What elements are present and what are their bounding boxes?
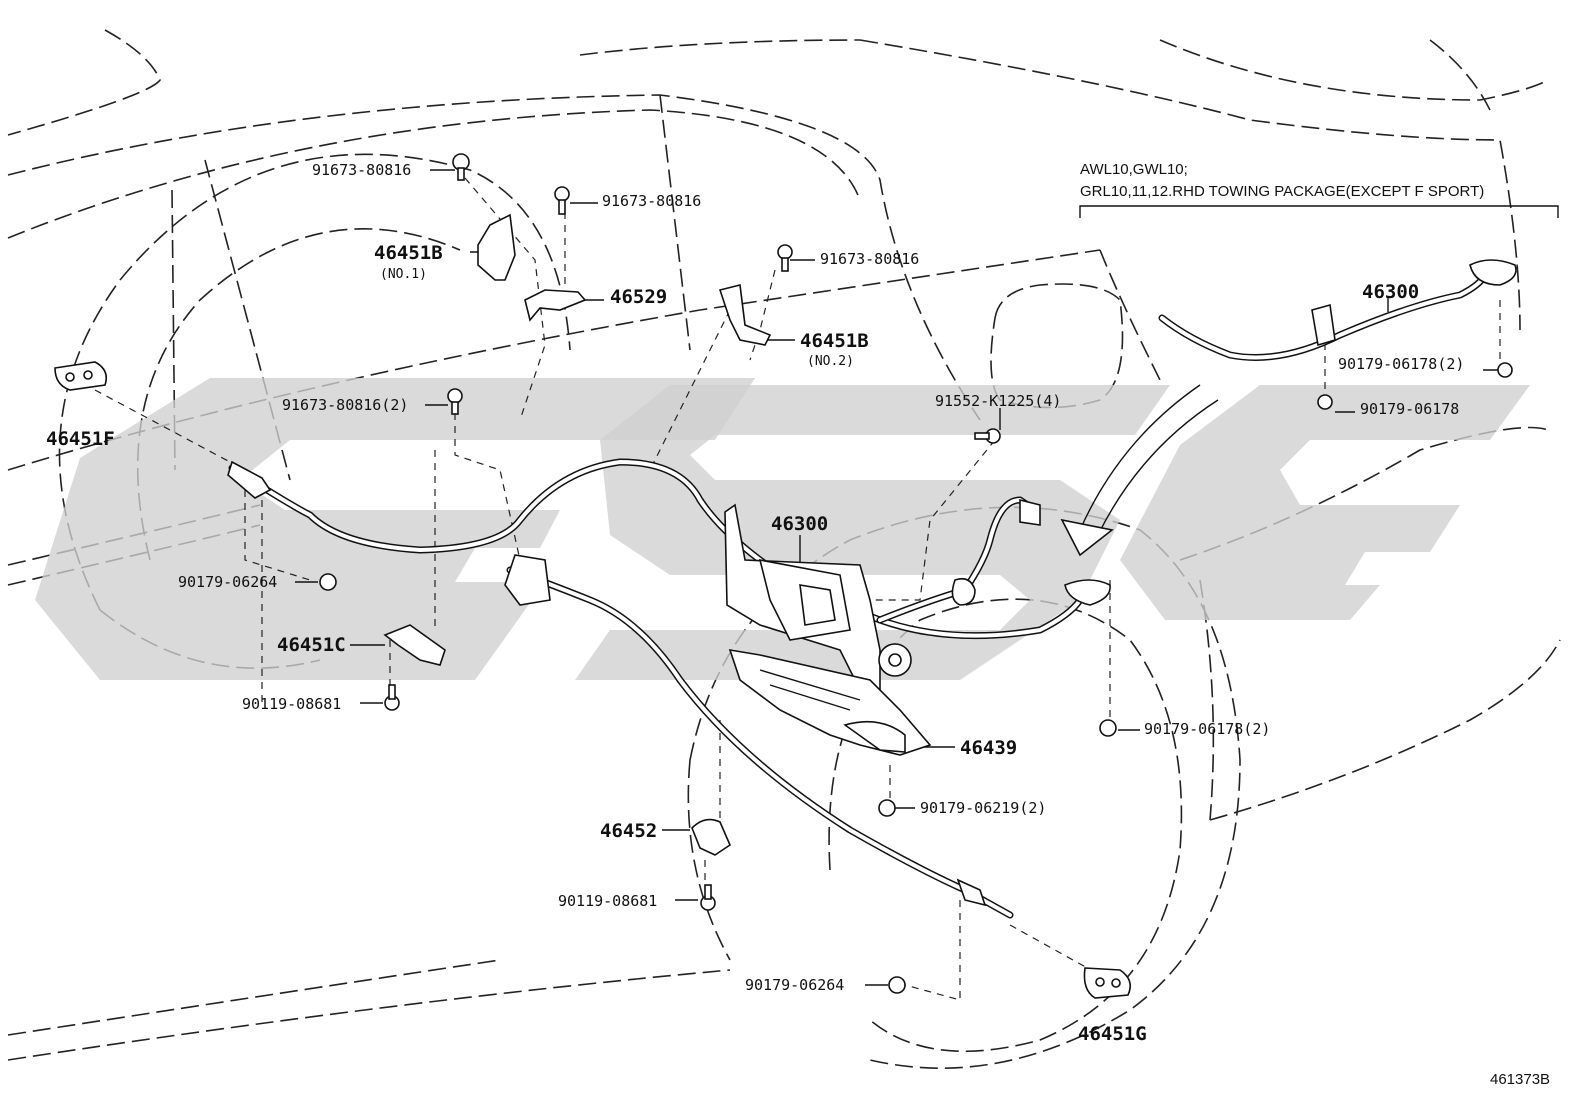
label-46451b-no1: 46451B bbox=[374, 242, 443, 264]
nut-90179-06264-b bbox=[888, 976, 906, 994]
bracket-46451b-no2 bbox=[718, 284, 772, 346]
label-46451b-no2: 46451B bbox=[800, 330, 869, 352]
label-90179-06219-2: 90179-06219(2) bbox=[920, 799, 1046, 817]
cable-end-46451g bbox=[956, 878, 987, 907]
bolt-91673-d bbox=[447, 388, 463, 415]
label-90179-06178-2-b: 90179-06178(2) bbox=[1144, 720, 1270, 738]
heat-insulator bbox=[728, 648, 932, 756]
label-46451g: 46451G bbox=[1078, 1023, 1147, 1045]
bolt-91552 bbox=[974, 428, 1001, 444]
equalizer-assembly bbox=[504, 503, 912, 691]
bolt-91673-a bbox=[452, 153, 470, 181]
label-90179-06178-2-inset: 90179-06178(2) bbox=[1338, 355, 1464, 373]
bolt-90119-b bbox=[700, 884, 716, 911]
inset-line-2: GRL10,11,12.RHD TOWING PACKAGE(EXCEPT F … bbox=[1080, 183, 1484, 200]
clamp-46451c bbox=[383, 624, 446, 666]
bolt-91673-c bbox=[777, 244, 793, 272]
part-labels: 91673-80816 91673-80816 46451B (NO.1) 46… bbox=[46, 161, 1550, 1088]
nut-inset-a bbox=[1497, 362, 1513, 378]
label-46451c: 46451C bbox=[277, 634, 346, 656]
label-46300-main: 46300 bbox=[771, 513, 828, 535]
bracket-parts bbox=[54, 213, 1131, 999]
label-no2: (NO.2) bbox=[807, 354, 854, 369]
bracket-46451f bbox=[54, 361, 108, 391]
label-90179-06264-b: 90179-06264 bbox=[745, 976, 844, 994]
nut-90179-06219 bbox=[878, 799, 896, 817]
nut-inset-b bbox=[1317, 394, 1333, 410]
label-90119-08681-a: 90119-08681 bbox=[242, 695, 341, 713]
watermark-g-right bbox=[1120, 385, 1530, 620]
nut-90179-06264-a bbox=[319, 573, 337, 591]
cable-plate-right bbox=[1064, 579, 1111, 606]
bolt-90119-a bbox=[384, 684, 400, 711]
nut-90179-06178-2 bbox=[1099, 719, 1117, 737]
label-46300-inset: 46300 bbox=[1362, 281, 1419, 303]
inset-line-1: AWL10,GWL10; bbox=[1080, 161, 1188, 178]
figure-code: 461373B bbox=[1490, 1071, 1550, 1088]
parking-brake-cable bbox=[228, 458, 1084, 919]
bracket-46451g bbox=[1083, 967, 1131, 999]
label-46439: 46439 bbox=[960, 737, 1017, 759]
direction-arrow bbox=[1060, 384, 1219, 557]
label-91673-80816-2: 91673-80816(2) bbox=[282, 396, 408, 414]
watermark-s bbox=[575, 385, 1170, 680]
bracket-46529 bbox=[524, 289, 587, 322]
label-90179-06264-a: 90179-06264 bbox=[178, 573, 277, 591]
label-46451f: 46451F bbox=[46, 428, 115, 450]
connector-block bbox=[1019, 498, 1041, 526]
leader-lines bbox=[94, 177, 1501, 1001]
label-46529: 46529 bbox=[610, 286, 667, 308]
label-no1: (NO.1) bbox=[380, 267, 427, 282]
fasteners bbox=[319, 153, 1513, 994]
label-leaders bbox=[295, 169, 1500, 986]
cable-grommet bbox=[951, 577, 976, 606]
label-91673-80816-a: 91673-80816 bbox=[312, 161, 411, 179]
bracket-46451b-no1 bbox=[477, 213, 516, 281]
label-90119-08681-b: 90119-08681 bbox=[558, 892, 657, 910]
clamp-46452 bbox=[691, 818, 732, 856]
label-90179-06178-inset: 90179-06178 bbox=[1360, 400, 1459, 418]
label-91552-k1225: 91552-K1225(4) bbox=[935, 392, 1061, 410]
bolt-91673-b bbox=[554, 186, 570, 215]
label-91673-80816-c: 91673-80816 bbox=[820, 250, 919, 268]
label-91673-80816-b: 91673-80816 bbox=[602, 192, 701, 210]
cable-end-46451f bbox=[227, 460, 272, 499]
label-46452: 46452 bbox=[600, 820, 657, 842]
inset-towing-package bbox=[1079, 205, 1559, 361]
